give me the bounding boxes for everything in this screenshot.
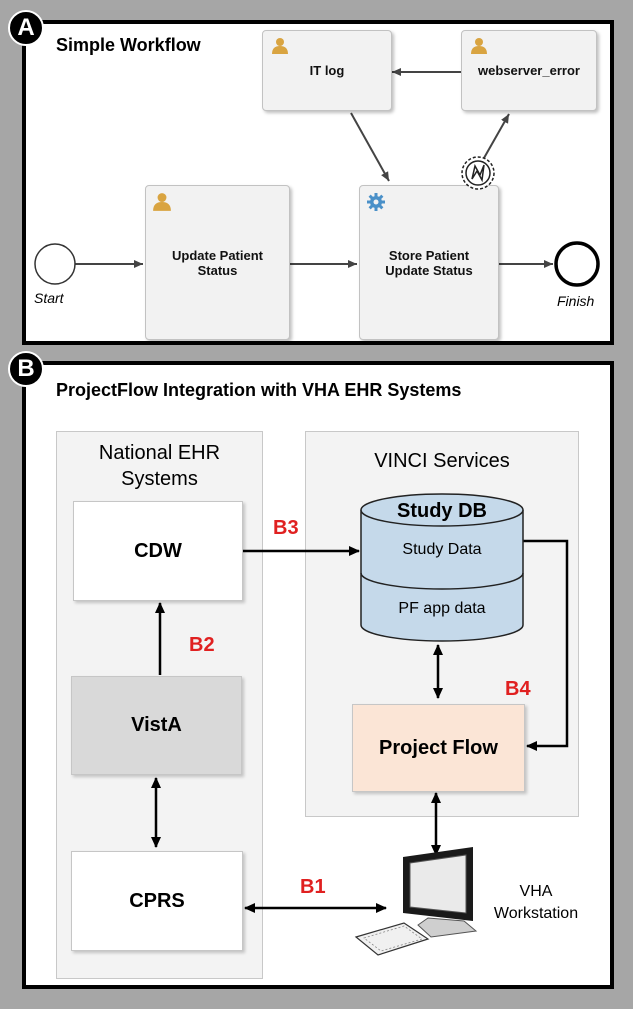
error-boundary-event-icon xyxy=(461,156,495,190)
panel-a-badge: A xyxy=(8,10,44,46)
workstation-computer-icon xyxy=(354,847,478,956)
start-label: Start xyxy=(34,290,64,306)
panel-b-badge: B xyxy=(8,351,44,387)
marker-b1: B1 xyxy=(300,876,326,898)
study-db-cylinder xyxy=(360,493,524,642)
cprs-box[interactable]: CPRS xyxy=(71,851,243,951)
flow-itlog-to-store xyxy=(350,112,390,182)
person-icon xyxy=(471,38,487,54)
finish-label: Finish xyxy=(557,293,595,309)
start-event xyxy=(34,243,76,285)
marker-b3: B3 xyxy=(273,517,299,539)
workflow-connectors xyxy=(34,68,600,287)
task-it-log[interactable]: IT log xyxy=(262,30,392,111)
vista-box[interactable]: VistA xyxy=(71,676,242,775)
panel-a-title: Simple Workflow xyxy=(56,35,201,55)
panel-b-integration: B ProjectFlow Integration with VHA EHR S… xyxy=(8,351,614,989)
task-webserver-error[interactable]: webserver_error xyxy=(461,30,597,111)
task-update-patient-label: Update Patient Status xyxy=(171,247,263,278)
task-update-patient-status[interactable]: Update Patient Status xyxy=(145,185,290,340)
panel-a-simple-workflow: A Simple Workflow Start Finish IT log we… xyxy=(8,10,614,345)
project-flow-box[interactable]: Project Flow xyxy=(352,704,525,792)
study-db-title: Study DB xyxy=(397,500,487,522)
gear-icon xyxy=(367,193,385,211)
person-icon xyxy=(153,193,171,211)
marker-b2: B2 xyxy=(189,634,215,656)
panel-b-title: ProjectFlow Integration with VHA EHR Sys… xyxy=(56,380,462,400)
workstation-label: VHA Workstation xyxy=(493,883,579,922)
study-db-layer-study-data: Study Data xyxy=(402,541,482,558)
finish-event xyxy=(554,241,600,287)
task-store-patient-update[interactable]: Store Patient Update Status xyxy=(359,185,499,340)
national-ehr-group-title: National EHR Systems xyxy=(98,442,221,490)
study-db-layer-pf-app-data: PF app data xyxy=(398,600,486,617)
marker-b4: B4 xyxy=(505,678,531,700)
task-store-patient-label: Store Patient Update Status xyxy=(385,247,473,278)
flow-error-boundary-to-webserver xyxy=(483,113,510,159)
task-webserver-error-label: webserver_error xyxy=(478,63,580,78)
integration-connectors xyxy=(151,493,569,956)
task-it-log-label: IT log xyxy=(309,63,345,78)
cdw-box[interactable]: CDW xyxy=(73,501,243,601)
vinci-services-group-title: VINCI Services xyxy=(374,450,510,472)
link-studydata-to-projectflow xyxy=(523,539,569,751)
person-icon xyxy=(272,38,288,54)
